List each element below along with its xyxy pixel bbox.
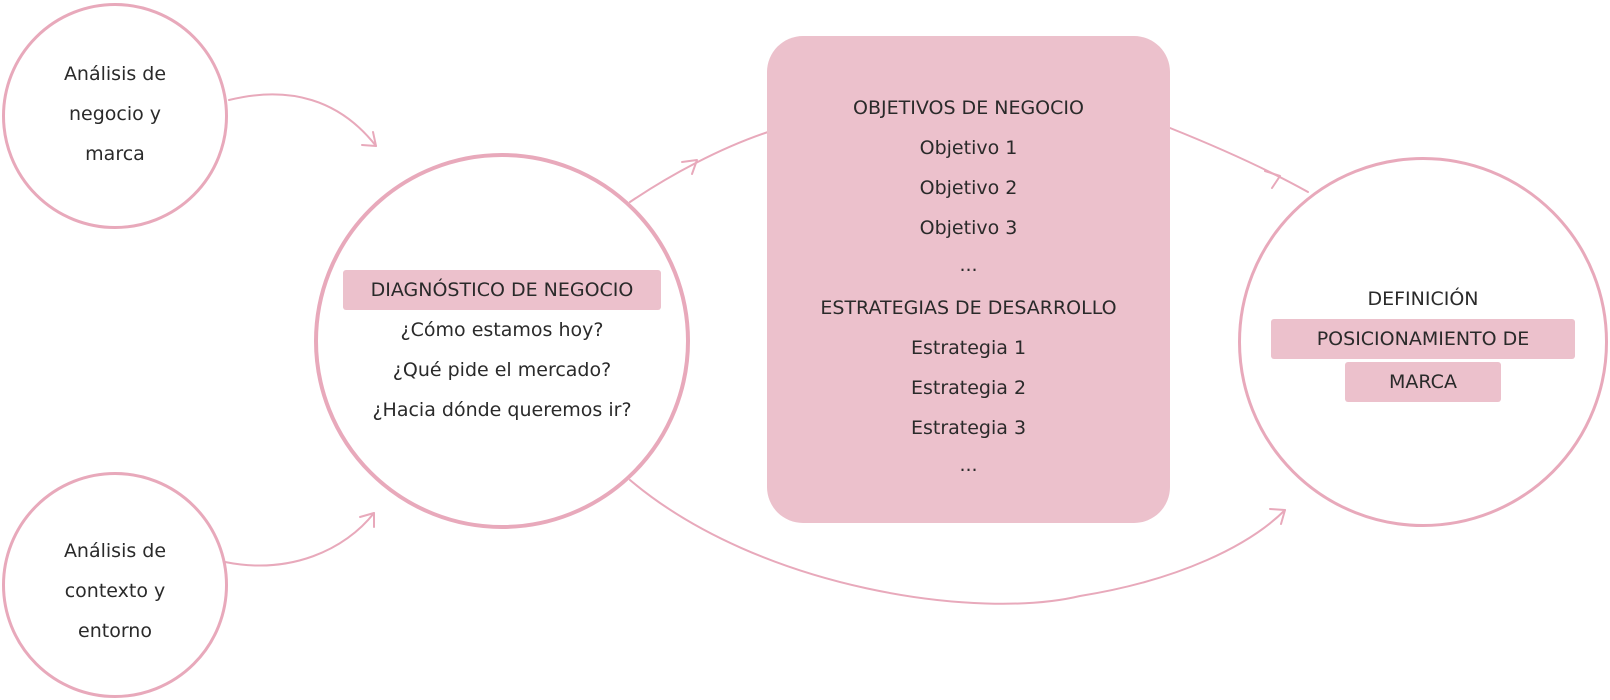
objective-item: ... bbox=[959, 254, 978, 276]
arrow-diagnosis-to-positioning bbox=[629, 479, 1286, 605]
diagnosis-question: ¿Cómo estamos hoy? bbox=[400, 319, 604, 341]
arrow-diagnosis-to-box bbox=[629, 131, 769, 203]
business-analysis-line: negocio y bbox=[68, 103, 162, 125]
arrow-context-to-diagnosis bbox=[224, 512, 375, 567]
context-analysis-line: Análisis de bbox=[63, 540, 167, 562]
arrow-business-to-diagnosis bbox=[228, 93, 377, 147]
context-analysis-line: entorno bbox=[78, 620, 152, 642]
business-analysis-line: marca bbox=[85, 143, 145, 165]
positioning-highlight-line: POSICIONAMIENTO DE bbox=[1270, 319, 1576, 359]
diagnosis-text: DIAGNÓSTICO DE NEGOCIO ¿Cómo estamos hoy… bbox=[314, 270, 690, 430]
strategy-item: Estrategia 3 bbox=[910, 417, 1027, 439]
objective-item: Objetivo 2 bbox=[919, 177, 1018, 199]
diagnosis-circle bbox=[314, 153, 690, 529]
business-analysis-circle bbox=[2, 3, 228, 229]
context-analysis-text: Análisis de contexto y entorno bbox=[2, 531, 228, 651]
positioning-highlight-line: MARCA bbox=[1345, 362, 1501, 402]
positioning-text: DEFINICIÓN POSICIONAMIENTO DE MARCA bbox=[1238, 279, 1608, 402]
diagnosis-question: ¿Qué pide el mercado? bbox=[392, 359, 612, 381]
strategy-item: ... bbox=[959, 454, 978, 476]
objective-item: Objetivo 3 bbox=[919, 217, 1018, 239]
strategy-item: Estrategia 2 bbox=[910, 377, 1027, 399]
diagnosis-question: ¿Hacia dónde queremos ir? bbox=[372, 399, 632, 421]
business-analysis-line: Análisis de bbox=[63, 63, 167, 85]
positioning-definition: DEFINICIÓN bbox=[1367, 288, 1479, 310]
objectives-strategies-box bbox=[767, 36, 1170, 523]
diagnosis-title: DIAGNÓSTICO DE NEGOCIO bbox=[342, 270, 662, 310]
objectives-strategies-text: OBJETIVOS DE NEGOCIO Objetivo 1 Objetivo… bbox=[767, 88, 1170, 482]
context-analysis-circle bbox=[2, 472, 228, 698]
objective-item: Objetivo 1 bbox=[919, 137, 1018, 159]
strategy-item: Estrategia 1 bbox=[910, 337, 1027, 359]
arrow-box-to-positioning bbox=[1169, 127, 1309, 193]
business-analysis-text: Análisis de negocio y marca bbox=[2, 54, 228, 174]
context-analysis-line: contexto y bbox=[64, 580, 166, 602]
objectives-title: OBJETIVOS DE NEGOCIO bbox=[853, 97, 1084, 119]
strategies-title: ESTRATEGIAS DE DESARROLLO bbox=[820, 297, 1117, 319]
